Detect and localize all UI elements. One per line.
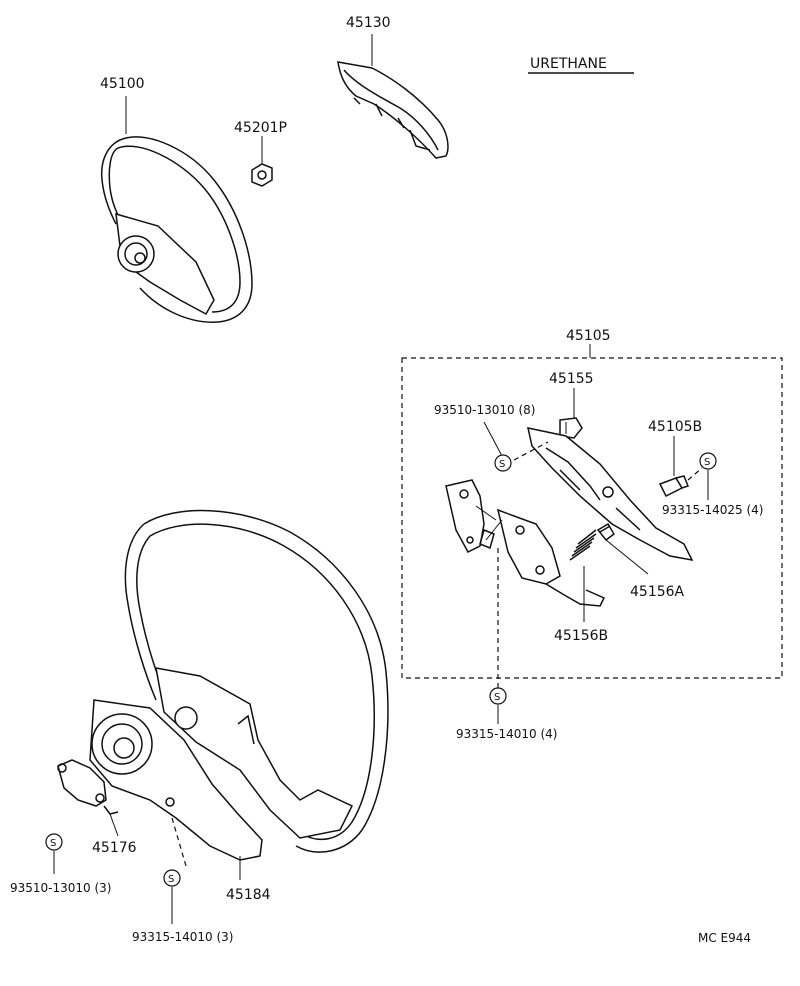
screw-symbol-s: S xyxy=(163,869,181,887)
label-45155: 45155 xyxy=(549,371,594,387)
label-93315-14010-4: 93315-14010 (4) xyxy=(456,727,558,741)
nut-45201p xyxy=(251,136,273,187)
label-45184: 45184 xyxy=(226,887,271,903)
diagram-code: MC E944 xyxy=(698,931,751,945)
lower-cover-45184 xyxy=(89,699,263,861)
label-45156a: 45156A xyxy=(630,584,685,600)
spoke-plate xyxy=(527,427,694,562)
label-45201p: 45201P xyxy=(234,120,287,136)
label-93510-13010-3: 93510-13010 (3) xyxy=(10,881,112,895)
contact-plate xyxy=(479,508,606,607)
bolt-45105b xyxy=(658,475,689,498)
screw-symbol-s: S xyxy=(494,454,512,472)
screw-symbol-s: S xyxy=(489,687,507,705)
label-93315-14010-3: 93315-14010 (3) xyxy=(132,930,234,944)
label-93315-14025-4: 93315-14025 (4) xyxy=(662,503,764,517)
svg-text:S: S xyxy=(499,459,505,470)
screw-symbol-s: S xyxy=(45,833,63,851)
label-45176: 45176 xyxy=(92,840,137,856)
label-45100: 45100 xyxy=(100,76,145,92)
label-45130: 45130 xyxy=(346,15,391,31)
steering-wheel-large xyxy=(124,509,389,853)
screw-symbol-s: S xyxy=(699,452,717,470)
steering-wheel-45100 xyxy=(100,96,253,323)
label-45105: 45105 xyxy=(566,328,611,344)
svg-text:S: S xyxy=(168,874,174,885)
svg-text:S: S xyxy=(50,838,56,849)
svg-text:S: S xyxy=(494,692,500,703)
clip-45155 xyxy=(559,417,583,439)
switch-bracket xyxy=(445,479,497,553)
stopper-45156a xyxy=(596,522,615,542)
horn-pad-45130 xyxy=(337,34,449,159)
label-45156b: 45156B xyxy=(554,628,608,644)
label-urethane: URETHANE xyxy=(530,56,607,72)
label-93510-13010-8: 93510-13010 (8) xyxy=(434,403,536,417)
spring-45156b xyxy=(569,529,597,622)
svg-text:S: S xyxy=(704,457,710,468)
assembly-45105-box xyxy=(401,357,783,679)
label-45105b: 45105B xyxy=(648,419,702,435)
